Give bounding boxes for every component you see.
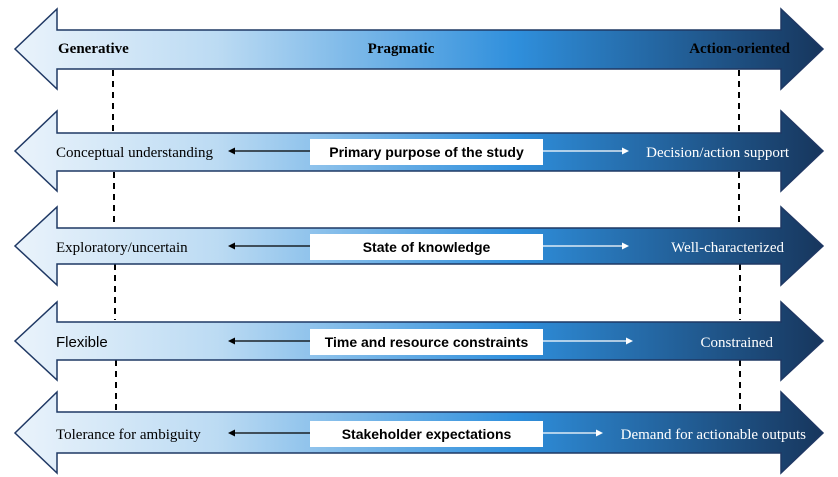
center-label-box [310, 234, 543, 260]
dimension-row-purpose: Conceptual understanding Primary purpose… [13, 109, 825, 193]
row-right-label: Decision/action support [646, 145, 790, 161]
dimension-row-knowledge: Exploratory/uncertain State of knowledge… [13, 205, 825, 287]
row-left-label: Conceptual understanding [56, 145, 214, 161]
header-right-label: Action-oriented [689, 41, 790, 57]
center-label-box [310, 329, 543, 355]
right-arrowhead [622, 147, 629, 155]
header-arrow: Generative Pragmatic Action-oriented [13, 7, 825, 91]
row-left-label: Flexible [56, 334, 108, 351]
right-arrowhead [626, 337, 633, 345]
row-right-label: Constrained [701, 335, 774, 351]
center-label-box [310, 421, 543, 447]
row-center-label: State of knowledge [363, 239, 491, 255]
row-center-label: Stakeholder expectations [342, 426, 512, 442]
left-arrowhead [228, 429, 235, 437]
header-left-label: Generative [58, 41, 129, 57]
row-right-label: Demand for actionable outputs [621, 427, 807, 443]
left-arrowhead [228, 147, 235, 155]
header-arrow-shape [13, 7, 825, 91]
right-arrowhead [622, 242, 629, 250]
left-arrowhead [228, 337, 235, 345]
dashed-connectors [112, 70, 741, 410]
left-arrowhead [228, 242, 235, 250]
row-center-label: Time and resource constraints [325, 334, 529, 350]
dimension-row-stakeholders: Tolerance for ambiguity Stakeholder expe… [13, 390, 825, 475]
right-arrowhead [596, 429, 603, 437]
row-left-label: Exploratory/uncertain [56, 240, 188, 256]
row-right-label: Well-characterized [671, 240, 784, 256]
dimension-row-constraints: Flexible Time and resource constraints C… [13, 300, 825, 382]
header-center-label: Pragmatic [368, 41, 435, 57]
row-left-label: Tolerance for ambiguity [56, 427, 201, 443]
center-label-box [310, 139, 543, 165]
row-center-label: Primary purpose of the study [329, 144, 524, 160]
